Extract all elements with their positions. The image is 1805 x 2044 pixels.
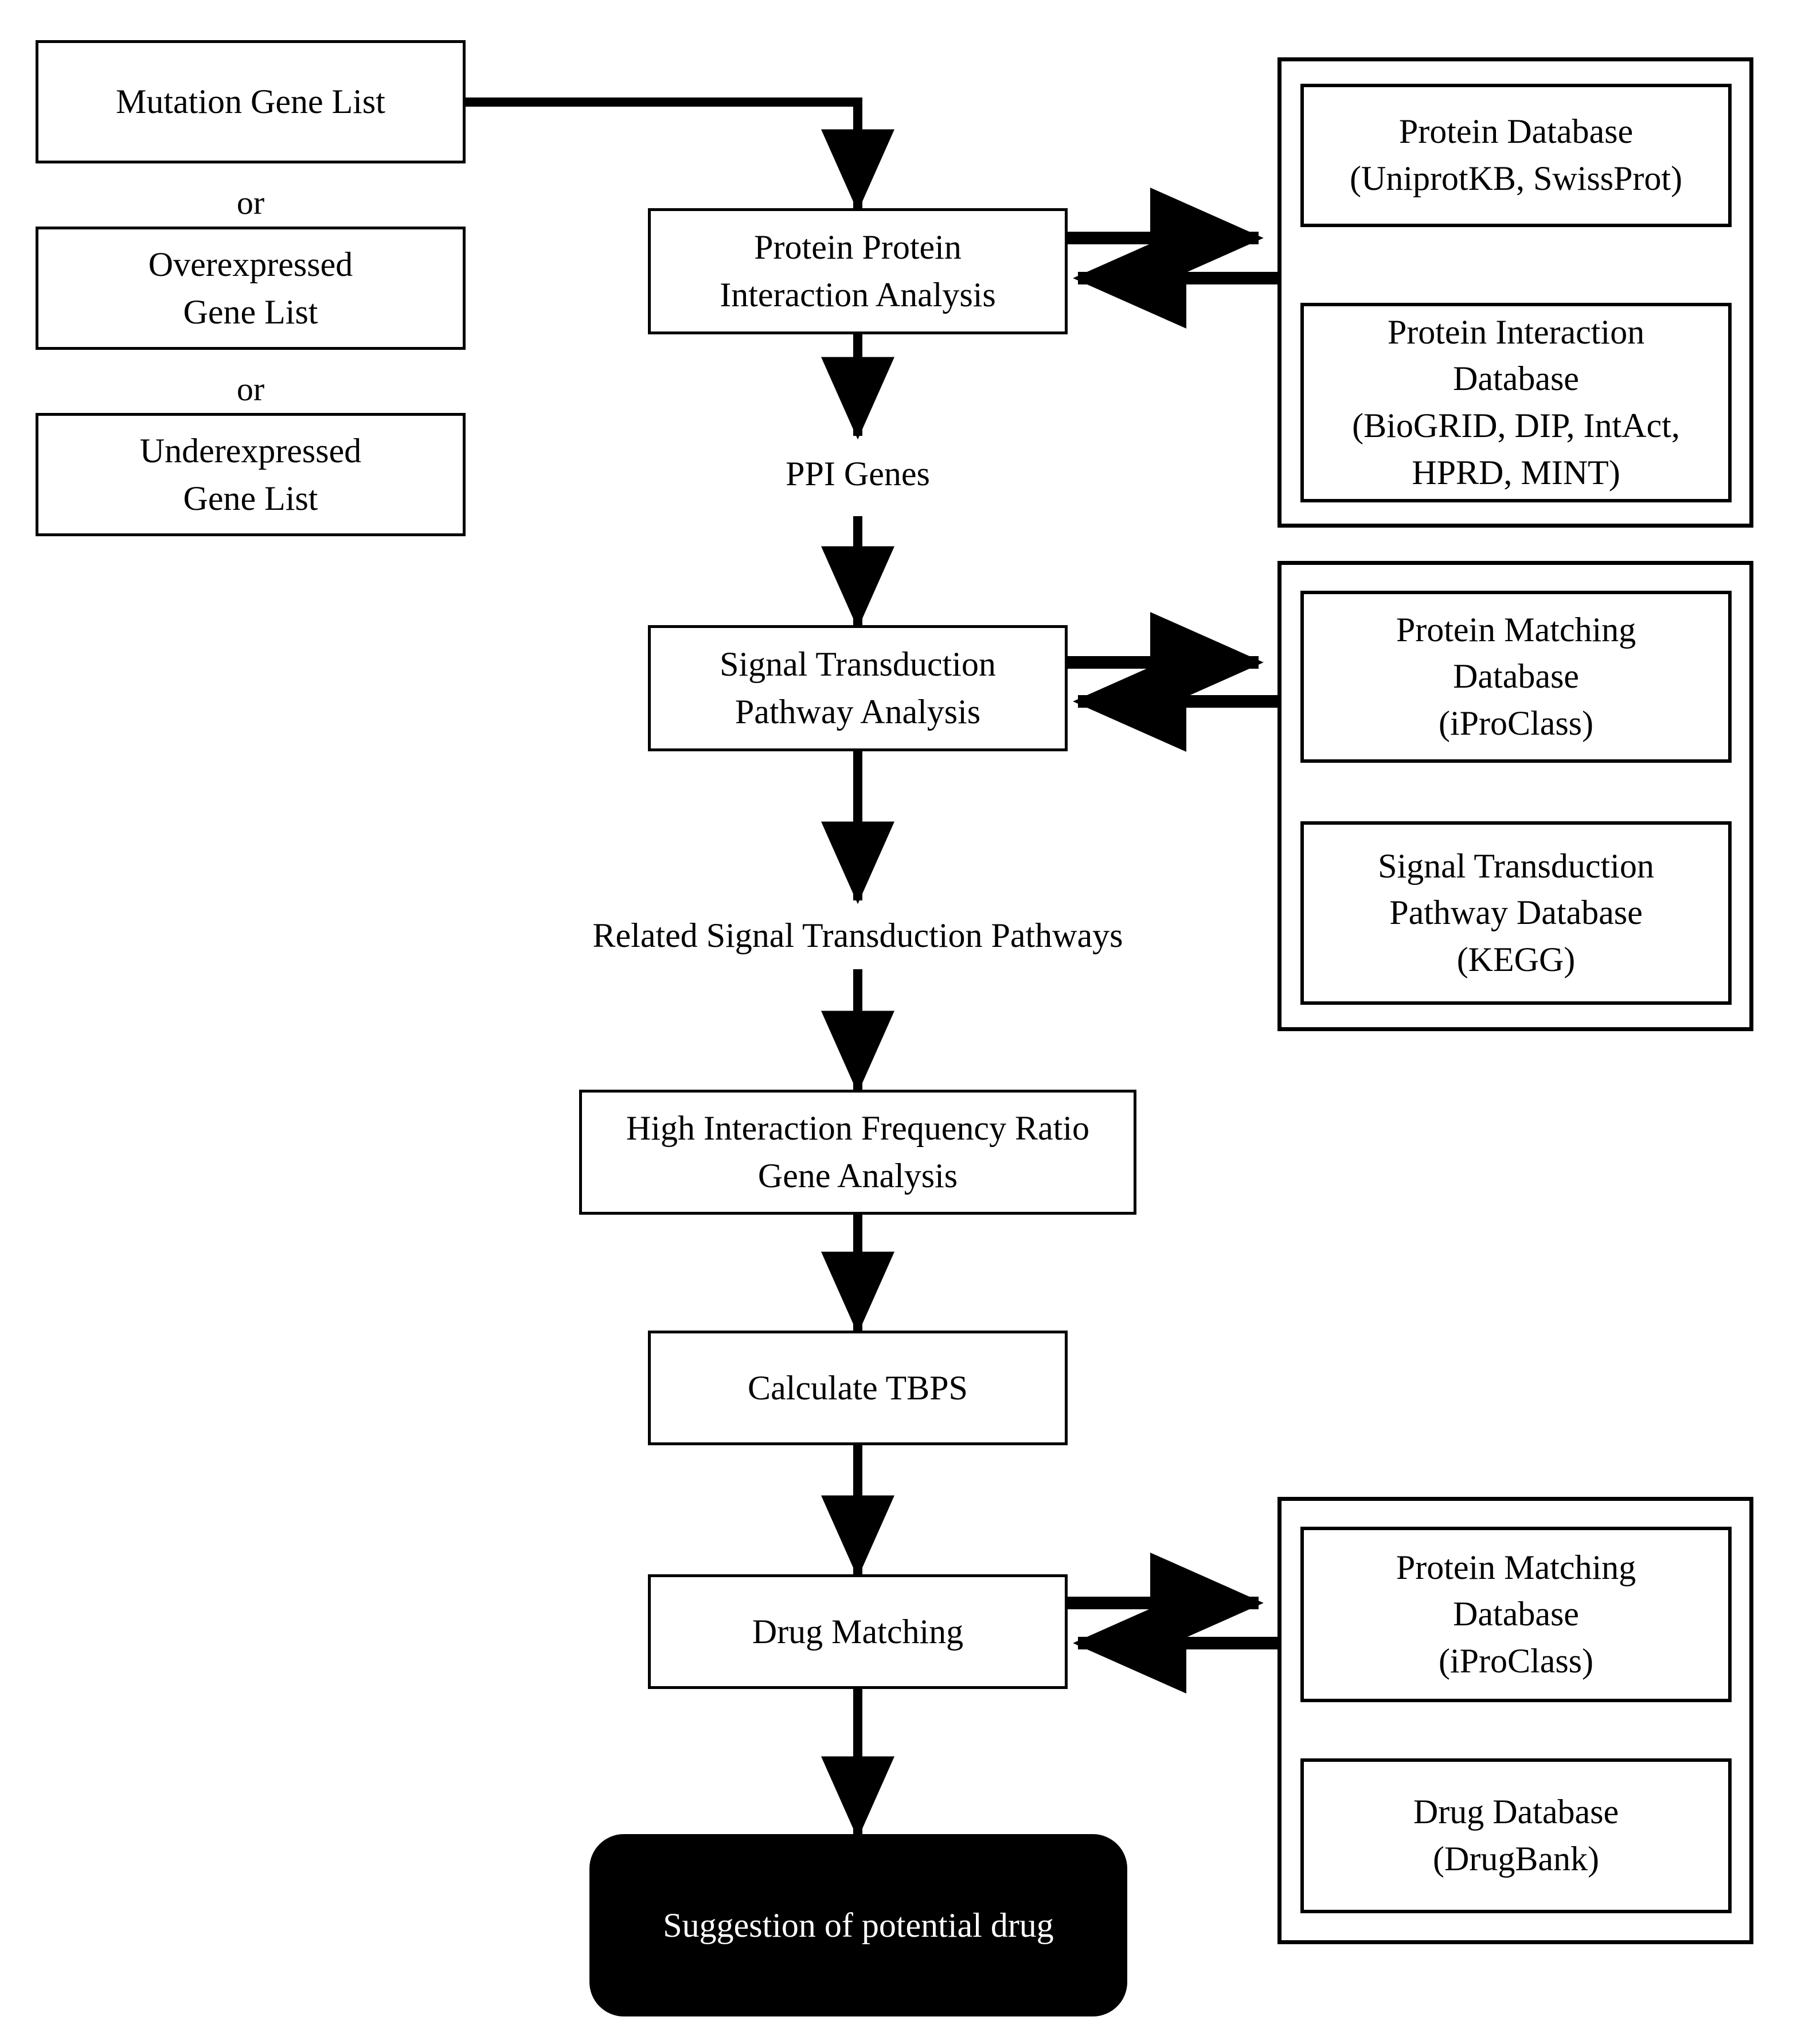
node-protein-protein-interaction-analysis[interactable]: Protein Protein Interaction Analysis: [648, 208, 1068, 334]
node-label-line3: (iProClass): [1439, 1641, 1593, 1680]
node-protein-matching-database-drug[interactable]: Protein Matching Database (iProClass): [1300, 1527, 1732, 1702]
node-label-line2: Gene List: [183, 479, 318, 517]
node-label-line2: Database: [1453, 360, 1579, 398]
node-mutation-gene-list[interactable]: Mutation Gene List: [36, 40, 466, 163]
node-overexpressed-gene-list[interactable]: Overexpressed Gene List: [36, 227, 466, 350]
node-protein-interaction-database[interactable]: Protein Interaction Database (BioGRID, D…: [1300, 303, 1732, 502]
node-label-line1: Signal Transduction: [720, 645, 996, 684]
node-label-line2: Gene Analysis: [757, 1157, 958, 1195]
node-signal-transduction-pathway-analysis[interactable]: Signal Transduction Pathway Analysis: [648, 625, 1068, 751]
node-signal-transduction-pathway-database[interactable]: Signal Transduction Pathway Database (KE…: [1300, 821, 1732, 1005]
label-related-signal-transduction-pathways: Related Signal Transduction Pathways: [592, 916, 1123, 954]
node-label-line1: Protein Database: [1398, 112, 1634, 151]
node-label-line1: Drug Database: [1413, 1793, 1619, 1831]
or-label-2: or: [236, 370, 265, 408]
node-label-line4: HPRD, MINT): [1412, 453, 1620, 492]
node-label-line2: Pathway Analysis: [734, 693, 981, 731]
node-label-line1: Protein Matching: [1396, 1548, 1636, 1586]
node-label: Mutation Gene List: [116, 83, 385, 121]
edge-mutation-to-ppi: [466, 97, 894, 212]
node-label-line3: (iProClass): [1439, 704, 1593, 742]
node-label-line2: Database: [1453, 1595, 1579, 1633]
node-label-line2: Interaction Analysis: [720, 276, 996, 314]
node-label-line2: Database: [1453, 657, 1579, 696]
node-label-line3: (KEGG): [1456, 940, 1576, 978]
node-label-line2: (UniprotKB, SwissProt): [1349, 159, 1683, 197]
node-label: Drug Matching: [752, 1612, 964, 1651]
node-protein-matching-database-pathway[interactable]: Protein Matching Database (iProClass): [1300, 591, 1732, 763]
node-suggestion-of-potential-drug[interactable]: Suggestion of potential drug: [589, 1834, 1127, 2016]
node-label-line1: Protein Matching: [1396, 610, 1636, 649]
node-label-line3: (BioGRID, DIP, IntAct,: [1352, 407, 1680, 444]
node-label: Calculate TBPS: [748, 1368, 968, 1407]
node-label-line2: (DrugBank): [1433, 1840, 1599, 1878]
node-label-line1: Protein Interaction: [1387, 313, 1645, 351]
node-label-line1: Overexpressed: [148, 245, 353, 283]
node-drug-matching[interactable]: Drug Matching: [648, 1574, 1068, 1689]
node-label-line2: Pathway Database: [1389, 894, 1643, 932]
node-protein-database[interactable]: Protein Database (UniprotKB, SwissProt): [1300, 84, 1732, 227]
label-ppi-genes: PPI Genes: [786, 455, 930, 493]
node-underexpressed-gene-list[interactable]: Underexpressed Gene List: [36, 413, 466, 536]
or-label-1: or: [236, 184, 265, 221]
terminal-label: Suggestion of potential drug: [663, 1906, 1054, 1944]
node-label-line1: Underexpressed: [139, 431, 362, 470]
node-drug-database[interactable]: Drug Database (DrugBank): [1300, 1758, 1732, 1913]
node-label-line1: Protein Protein: [754, 228, 962, 267]
node-label-line1: Signal Transduction: [1378, 847, 1654, 885]
node-label-line2: Gene List: [183, 292, 318, 331]
node-high-interaction-frequency-ratio-gene-analysis[interactable]: High Interaction Frequency Ratio Gene An…: [579, 1090, 1136, 1215]
node-calculate-tbps[interactable]: Calculate TBPS: [648, 1331, 1068, 1445]
node-label-line1: High Interaction Frequency Ratio: [626, 1109, 1090, 1148]
